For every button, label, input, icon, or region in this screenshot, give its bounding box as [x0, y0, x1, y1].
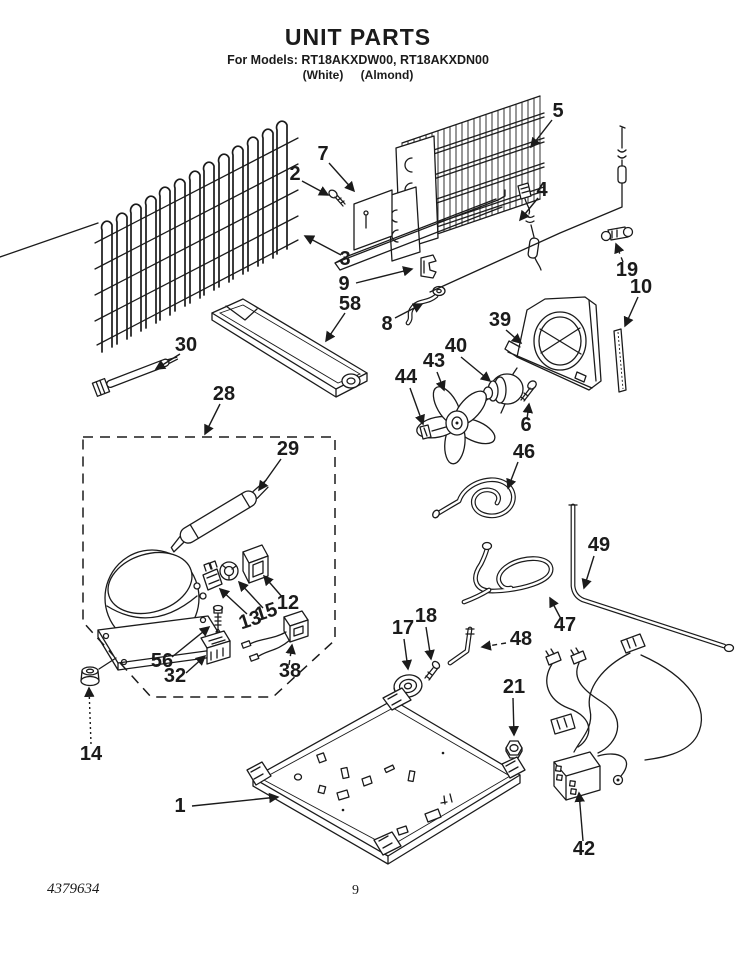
callout-48: 48	[510, 628, 532, 650]
screw-56	[212, 604, 224, 633]
callout-7: 7	[317, 143, 328, 165]
callout-8: 8	[381, 313, 392, 335]
pin-18	[424, 660, 441, 681]
callout-39: 39	[489, 309, 511, 331]
callout-2: 2	[289, 163, 300, 185]
elbow-tube-48	[447, 626, 475, 666]
callout-1: 1	[174, 795, 185, 817]
callout-58: 58	[339, 293, 361, 315]
callout-29: 29	[277, 438, 299, 460]
callout-21: 21	[503, 676, 525, 698]
capacitor-15	[219, 561, 239, 581]
wire-connector-38	[240, 610, 309, 662]
callout-47: 47	[554, 614, 576, 636]
callout-38: 38	[279, 660, 301, 682]
page-header: UNIT PARTS For Models: RT18AKXDW00, RT18…	[0, 24, 716, 82]
callout-leaders	[84, 119, 639, 842]
callout-43: 43	[423, 350, 445, 372]
overload-relay-13	[202, 560, 223, 591]
callout-32: 32	[164, 665, 186, 687]
callout-56: 56	[151, 650, 173, 672]
color-variant-white: (White)	[302, 68, 344, 82]
compressor	[97, 549, 229, 671]
page-number: 9	[352, 883, 359, 898]
mounting-plate-3	[353, 189, 393, 251]
terminal-cover-32	[200, 630, 231, 665]
callout-19: 19	[616, 259, 638, 281]
condenser-coil	[0, 120, 299, 353]
blade-clip-44	[419, 424, 447, 440]
capillary-tube-30	[91, 356, 179, 397]
thermostat-wire-4	[517, 182, 542, 271]
callout-5: 5	[552, 100, 563, 122]
callout-6: 6	[520, 414, 531, 436]
trim-strip-10	[613, 328, 627, 393]
callout-28: 28	[213, 383, 235, 405]
callout-10: 10	[630, 276, 652, 298]
nut-21	[505, 740, 523, 759]
callout-18: 18	[415, 605, 437, 627]
callout-46: 46	[513, 441, 535, 463]
looped-tube-47	[461, 541, 554, 605]
drain-pan-58	[211, 298, 368, 398]
base-pan-1	[246, 687, 526, 865]
long-tube-49	[568, 503, 735, 653]
page-title: UNIT PARTS	[284, 24, 432, 50]
callout-44: 44	[395, 366, 418, 388]
callout-12: 12	[277, 592, 299, 614]
grommet-14	[80, 666, 100, 687]
callout-17: 17	[392, 617, 414, 639]
screw-2	[328, 189, 346, 207]
callout-9: 9	[338, 273, 349, 295]
filter-drier-29	[170, 479, 269, 553]
callout-4: 4	[536, 179, 548, 201]
callout-3: 3	[339, 248, 350, 270]
callout-49: 49	[588, 534, 610, 556]
screw-6	[520, 380, 537, 402]
callout-40: 40	[445, 335, 467, 357]
fan-shroud-39	[504, 296, 602, 391]
wire-harness-42	[545, 633, 702, 801]
long-wire	[429, 125, 627, 293]
evaporator-assembly	[334, 95, 545, 271]
clip-19	[600, 226, 634, 242]
doc-number: 4379634	[47, 881, 100, 897]
drain-hose-8	[405, 285, 446, 326]
suction-coil-46	[432, 477, 516, 519]
clip-9	[420, 254, 437, 279]
callout-42: 42	[573, 838, 595, 860]
color-variant-almond: (Almond)	[360, 68, 414, 82]
callout-14: 14	[80, 743, 103, 765]
color-variants: (White) (Almond)	[0, 68, 716, 82]
fan-motor-40	[465, 367, 524, 416]
fan-blade-43	[416, 386, 496, 465]
models-line: For Models: RT18AKXDW00, RT18AKXDN00	[227, 53, 489, 67]
callout-30: 30	[175, 334, 197, 356]
